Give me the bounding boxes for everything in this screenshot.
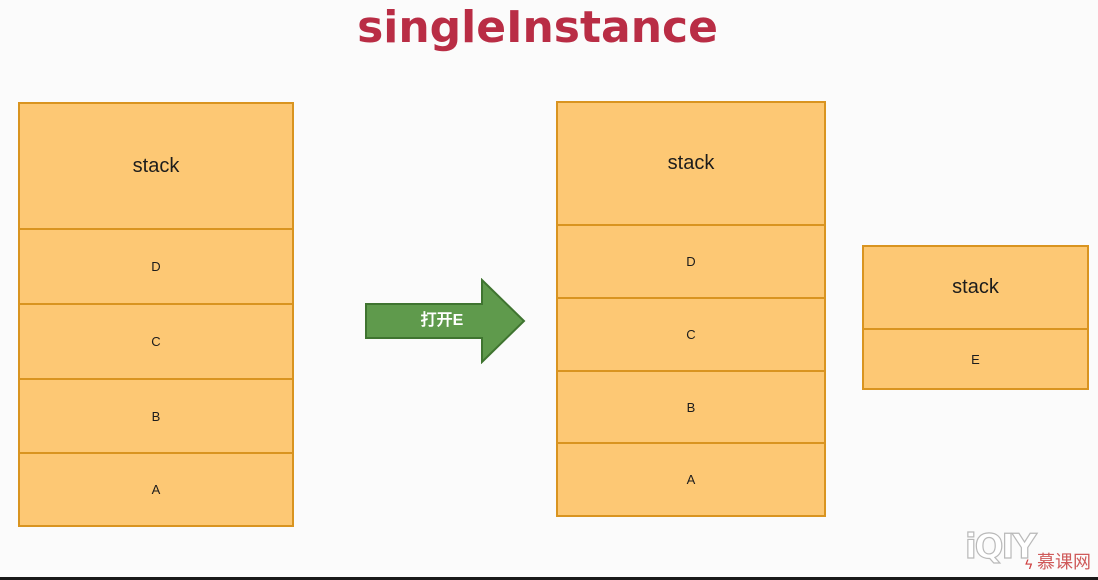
watermark: iQIY ϟ 慕课网 [964,521,1095,577]
arrow-right-icon [365,278,526,364]
stack-item-d: D [20,228,292,303]
stack-item-c: C [558,297,824,370]
stack-item-b: B [20,378,292,452]
stack-left: stack D C B A [18,102,294,527]
arrow-label: 打开E [420,312,464,329]
stack-item-b: B [558,370,824,442]
imooc-logo-icon: ϟ [1025,556,1033,572]
stack-item-a: A [558,442,824,515]
bottom-border [0,577,1098,580]
stack-item-c: C [20,303,292,378]
stack-right: stack E [862,245,1089,390]
watermark-brand: 慕课网 [1037,552,1091,573]
stack-middle: stack D C B A [556,101,826,517]
stack-header: stack [667,152,715,174]
stack-item-a: A [20,452,292,525]
stack-header: stack [952,276,999,298]
stack-header: stack [132,154,180,177]
page-title: singleInstance [357,2,718,53]
stack-item-d: D [558,224,824,297]
iqiyi-logo-icon: iQIY [964,526,1037,567]
stack-item-e: E [864,328,1087,388]
